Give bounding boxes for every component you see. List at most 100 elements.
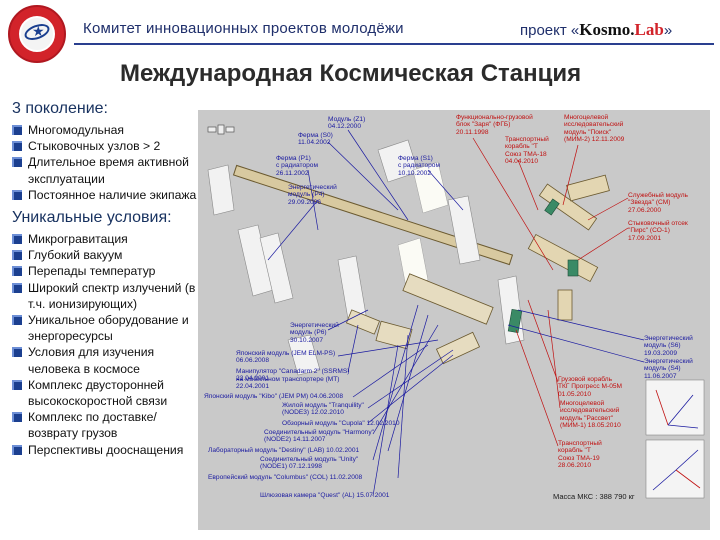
list-item: Глубокий вакуум [12,247,197,263]
list-item-text: Уникальное оборудование и энергоресурсы [28,313,189,344]
bullet-icon [12,282,22,293]
leader-line [367,354,454,424]
diagram-label-text: Европейский модуль "Columbus" (COL) 11.0… [208,474,363,481]
label-destiny: Лабораторный модуль "Destiny" (LAB) 10.0… [208,447,359,454]
leader-line [352,344,429,398]
label-jem-elm: Японский модуль (JEM ELM-PS)06.06.2008 [236,350,335,365]
leader-line [337,339,439,357]
unique-list: Микрогравитация Глубокий вакуум Перепады… [12,231,197,458]
diagram-label-text: Шлюзовая камера "Quest" (AL) 15.07.2001 [260,492,390,499]
bullet-icon [12,250,22,261]
leader-line [372,344,399,497]
list-item-text: Глубокий вакуум [28,248,123,263]
leader-line [527,299,559,383]
label-unity: Соединительный модуль "Unity"(NODE1) 07.… [260,456,358,471]
leader-line [327,309,369,331]
leader-line [517,159,539,211]
label-mt: на мобильном транспортере (MT)22.04.2001 [236,376,340,391]
diagram-label-text: на мобильном транспортере (MT)22.04.2001 [236,376,340,391]
list-item-text: Широкий спектр излучений (в т.ч. ионизир… [28,280,196,311]
organization-name: Комитет инновационных проектов молодёжи [83,20,404,37]
list-item: Перепады температур [12,263,197,279]
diagram-label-text: Соединительный модуль "Harmony"(NODE2) 1… [264,429,374,444]
diagram-label-text: Лабораторный модуль "Destiny" (LAB) 10.0… [208,447,360,454]
label-harmony: Соединительный модуль "Harmony"(NODE2) 1… [264,429,374,444]
generation-list: Многомодульная Стыковочных узлов > 2 Дли… [12,122,197,203]
bullet-icon [12,444,22,455]
list-item: Уникальное оборудование и энергоресурсы [12,312,197,344]
leader-line [427,169,464,211]
header: ★ Комитет инновационных проектов молодёж… [0,0,720,63]
unique-heading: Уникальные условия: [12,209,172,227]
iss-diagram: Модуль (Z1)04.12.2000 Ферма (S0)11.04.20… [198,110,710,530]
list-item-text: Условия для изучения человека в космосе [28,345,155,376]
leader-line [367,349,454,409]
brand-lab: Lab [634,20,664,39]
label-quest: Шлюзовая камера "Quest" (AL) 15.07.2001 [260,492,389,499]
iss-mass-label: Масса МКС : 388 790 кг [553,492,635,501]
leader-line [347,324,359,373]
list-item: Широкий спектр излучений (в т.ч. ионизир… [12,280,197,312]
brand-dot: . [630,20,635,39]
list-item-text: Перепады температур [28,264,156,279]
list-item: Микрогравитация [12,231,197,247]
diagram-label-text: Служебный модуль"Звезда" (СМ)27.06.2000 [628,192,688,214]
diagram-label-text: Соединительный модуль "Unity"(NODE1) 07.… [260,456,359,471]
leader-line [547,309,561,409]
bullet-icon [12,125,22,135]
leader-line [387,314,429,452]
leader-line [347,129,409,221]
list-item-text: Перспективы дооснащения [28,442,184,457]
label-pirs: Стыковочный отсек"Пирс" (СО-1)17.09.2001 [628,220,688,242]
list-item: Многомодульная [12,122,197,138]
orientation-diagram-icon [645,379,705,499]
leader-line [397,334,409,479]
label-zvezda: Служебный модуль"Звезда" (СМ)27.06.2000 [628,192,688,214]
list-item: Комплекс двусторонней высокоскоростной с… [12,377,197,409]
list-item: Условия для изучения человека в космосе [12,344,197,376]
leader-line [515,329,559,447]
committee-emblem-logo: ★ [8,5,66,63]
bullet-icon [12,412,22,423]
list-item-text: Комплекс по доставке/возврату грузов [28,410,157,441]
leader-line [472,137,554,271]
leader-line [517,309,645,341]
label-canadarm: Манипулятор "Canadarm 2" (SSRMS)22.04.20… [236,368,349,383]
leader-line [587,197,629,221]
list-item-text: Микрогравитация [28,232,128,247]
diagram-label-text: Японский модуль (JEM ELM-PS)06.06.2008 [236,350,336,365]
project-label: проект «Kosmo.Lab» [520,20,672,40]
emblem-inner [19,16,55,52]
list-item: Комплекс по доставке/возврату грузов [12,409,197,441]
list-item: Стыковочных узлов > 2 [12,138,197,154]
label-tranquility: Жилой модуль "Tranquility"(NODE3) 12.02.… [282,402,364,417]
list-item-text: Комплекс двусторонней высокоскоростной с… [28,377,168,409]
iss-illustration [207,124,705,499]
features-list: 3 поколение: Многомодульная Стыковочных … [12,100,197,458]
diagram-label-text: Обзорный модуль "Cupola" 12.02.2010 [282,420,400,427]
leader-line [327,141,399,211]
brand-main: Kosmo [579,20,631,39]
list-item-text: Постоянное наличие экипажа [28,187,197,202]
star-icon: ★ [32,23,45,39]
bullet-icon [12,189,22,200]
leader-line [562,144,579,206]
leader-line [372,324,439,435]
project-prefix: проект « [520,22,580,39]
